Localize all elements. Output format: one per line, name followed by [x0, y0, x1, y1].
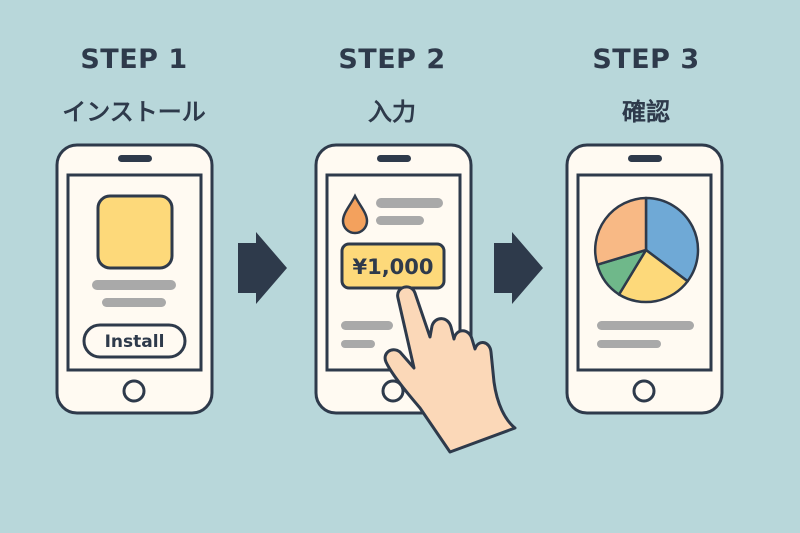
amount-input[interactable]: ¥1,000	[340, 242, 446, 290]
text-placeholder-bar	[341, 321, 393, 330]
home-button-icon	[632, 379, 656, 403]
phone-step-1: Install	[55, 143, 214, 415]
speaker-icon	[377, 155, 411, 162]
home-button-icon	[122, 379, 146, 403]
phone-step-3	[565, 143, 724, 415]
text-placeholder-bar	[102, 298, 166, 307]
pie-slice-yellow	[617, 248, 689, 304]
step-3-title: 確認	[622, 98, 670, 126]
pie-slice-blue	[644, 196, 700, 283]
text-placeholder-bar	[341, 340, 375, 348]
text-placeholder-bar	[92, 280, 176, 290]
arrow-right-icon	[238, 232, 287, 304]
step-1-label: STEP 1	[80, 44, 188, 75]
step-3-label: STEP 3	[592, 44, 700, 75]
arrow-right-icon	[494, 232, 543, 304]
install-button[interactable]: Install	[82, 323, 187, 359]
speaker-icon	[628, 155, 662, 162]
install-button-label: Install	[105, 332, 165, 352]
text-placeholder-bar	[597, 340, 661, 348]
speaker-icon	[118, 155, 152, 162]
water-drop-icon	[341, 193, 369, 235]
step-2-title: 入力	[368, 98, 416, 126]
step-2-label: STEP 2	[338, 44, 446, 75]
app-icon	[96, 194, 174, 270]
pointing-hand-icon	[383, 285, 517, 454]
step-1-title: インストール	[62, 98, 206, 126]
text-placeholder-bar	[376, 198, 443, 208]
pie-slice-orange	[594, 196, 648, 266]
amount-value: ¥1,000	[352, 255, 433, 279]
text-placeholder-bar	[597, 321, 694, 330]
home-button-icon	[381, 379, 405, 403]
text-placeholder-bar	[376, 216, 424, 225]
pie-chart-icon	[594, 196, 700, 304]
